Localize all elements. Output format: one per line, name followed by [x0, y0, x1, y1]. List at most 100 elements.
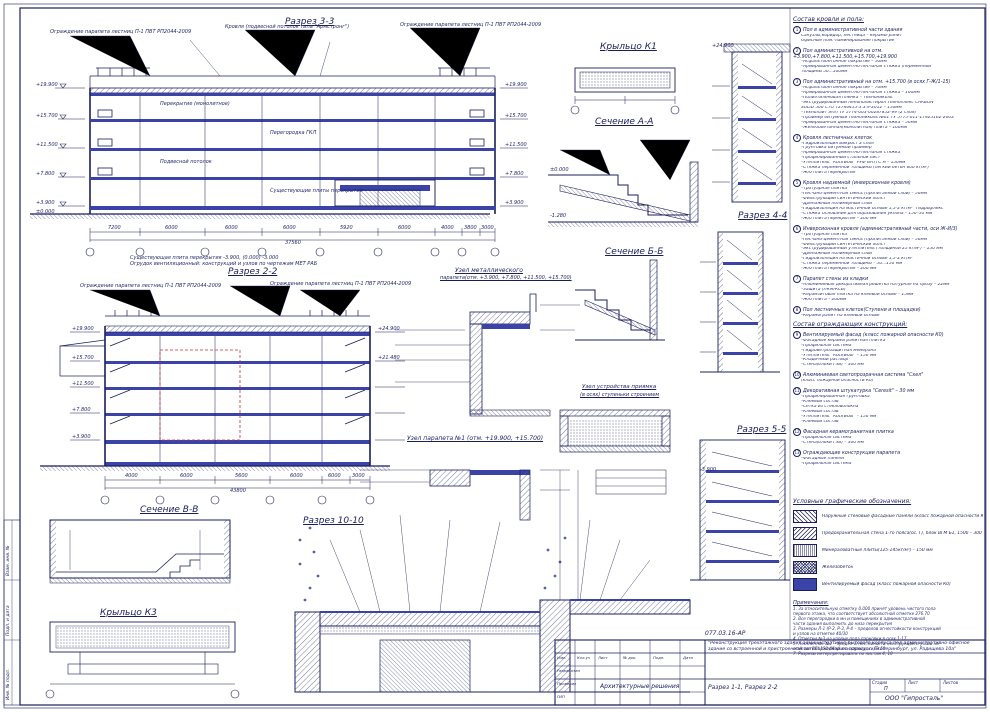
elev-label: +21.480 [378, 355, 400, 361]
group-title-text: Пол административной на отм. +3.900,+7.8… [793, 48, 898, 60]
group-title-text: Пол в административной части здания [803, 27, 903, 33]
tb-sheets-header: Листов [943, 680, 958, 685]
title-uzel-parapet: Узел парапета №1 (отм. +19.900, +15.700) [407, 435, 544, 442]
notes-item: –Утеплитель "Rockwool" – 150 мм [801, 353, 877, 358]
swatch-concrete-icon [793, 561, 817, 574]
title-uzel-metal: Узел металлического [455, 267, 523, 274]
notes-item: (класс пожарной опасности К0) [801, 379, 874, 384]
dim-label: 5600 [235, 473, 248, 479]
group-number-badge: 3 [793, 78, 801, 87]
tb-role: Проверил [557, 681, 577, 686]
notes-item: –Праймер битумный Технониколь №01 ТУ 577… [801, 115, 954, 120]
notes-item: –Клеевой состав [801, 419, 839, 424]
remark-line: 5. Лестничное №2 – предел огнестойкости … [793, 641, 939, 646]
elev-label: +15.700 [505, 113, 527, 119]
title-razrez-2-2: Разрез 2-2 [228, 267, 278, 277]
annotation: Перегородка ГКЛ [270, 130, 317, 136]
dim-label: 6000 [180, 473, 193, 479]
notes-item: –Гидроизоляция Бикрост 2 слоя [801, 141, 874, 146]
group-title-text: Фасадная керамогранитная плитка [803, 429, 894, 435]
title-razrez-4-4: Разрез 4-4 [738, 211, 788, 221]
notes-item: –Гидроизоляция на мастичной основе 1,5-2… [801, 257, 913, 262]
section-5-5 [690, 439, 790, 581]
legend-item: Вентилируемый фасад (класс пожарной опас… [793, 576, 983, 593]
notes-item: –Клеевой состав [801, 410, 839, 415]
kryltso-k1 [570, 67, 680, 115]
elev-label: +11.500 [505, 142, 527, 148]
title-sechenie-b-b: Сечение Б-Б [605, 247, 664, 257]
group-title-text: Пол лестничных клеток(Ступени и площадки… [803, 307, 921, 313]
tb-sheet-header: Лист [908, 680, 919, 685]
sheet-code: 077.03.16-АР [705, 630, 746, 637]
group-number-badge: 5 [793, 179, 801, 188]
tb-col: Лист [598, 655, 608, 660]
project-title: "Реконструкция трехэтажного здания админ… [708, 641, 970, 652]
elev-label: -1.280 [550, 213, 567, 219]
elev-label: +7.800 [505, 171, 524, 177]
notes-item: –Дренажный полимерный слой [801, 201, 873, 206]
annotation: Существующая плита перекрытия -3.900, (0… [130, 255, 279, 261]
notes-item: –Профильная система [801, 343, 852, 348]
remark-line: 7. Разрезы интерпретировать по листам 4,… [793, 651, 893, 656]
notes-item: –Асфальтобетонное покрытие – 70мм [801, 86, 887, 91]
notes-item: –Профилированная грунтовка [801, 395, 870, 400]
notes-item: –Ж/б плита – 200мм [801, 297, 847, 302]
title-razrez-3-3: Разрез 3-3 [285, 17, 335, 27]
section-name: Архитектурные решения [600, 683, 680, 690]
legend-item: Железобетон [793, 559, 983, 576]
notes-item: –Армированная цементно-песчаная стяжка [801, 151, 901, 156]
dim-total: 37560 [285, 240, 301, 246]
dim-label: 6000 [283, 225, 296, 231]
notes-item: –Железобетонная(монолитная) плита – 100м… [801, 125, 908, 130]
company: ООО "Гипросталь" [885, 695, 944, 702]
notes-item: –Стена(блоки ГЗБ) – 300 мм [801, 440, 864, 445]
notes-item: –Технолайт ЭПП ТУ 5774-003-00287852-99 (… [801, 110, 917, 115]
notes-item: –Тротуарная плитка [801, 232, 848, 237]
stamp-text: Инв. № подл. [6, 668, 11, 700]
annotation: Кровля (подвесной потолок типа "Армстрон… [225, 24, 350, 30]
group-number-badge: 12 [793, 427, 801, 436]
notes-item: SOLID 500 СТО 72746455-3.3.9-2012 – 150м… [801, 105, 902, 110]
remark-line: первого этажа, что соответствует абсолют… [793, 611, 930, 616]
dim-total: 43800 [230, 488, 246, 494]
notes-item: –Полиэтиленовая пленка – Технониколь [801, 95, 893, 100]
remark-line: 1. За относительную отметку 0.000 принят… [793, 606, 936, 611]
notes-item: Офисные пом.-ламинирование покрытие [801, 38, 895, 43]
group-number-badge: 13 [793, 448, 801, 457]
elev-label: +7.800 [72, 407, 91, 413]
remarks-panel: Примечания: 1. За относительную отметку … [793, 600, 983, 656]
remark-line: 2. Все перегородки в мн и помещениях в а… [793, 616, 926, 621]
elev-label: +7.800 [36, 171, 55, 177]
elev-label: +3.900 [72, 434, 91, 440]
elev-label: +11.500 [36, 142, 58, 148]
section-3-3 [30, 27, 528, 257]
notes-item: –Экструдированный утеплитель (толщиной 2… [801, 247, 943, 252]
title-uzel-metal-sub: парапета(отм. +3.900, +7.800, +11.500, +… [440, 275, 572, 281]
notes-item: –Ж/б плита перекрытия [801, 171, 856, 176]
annotation: Огрудок вентиляционный: конструкций и уз… [130, 261, 318, 267]
annotation: Подвесной потолок [160, 159, 212, 165]
elev-label: +19.900 [505, 82, 527, 88]
notes-item: –Керамзитовая плитка на клеевой основе –… [801, 293, 914, 298]
elev-label: +19.900 [36, 82, 58, 88]
notes-item: толщины 50...100мм [801, 70, 848, 75]
tb-col: Кол.уч [577, 655, 591, 660]
elev-label: +3.900 [505, 200, 524, 206]
dim-label: 3000 [352, 473, 365, 479]
elev-label: ±0.000 [550, 167, 569, 173]
group-number-badge: 10 [793, 371, 801, 380]
notes-item: –Профильная система [801, 461, 852, 466]
swatch-panels-icon [793, 510, 817, 523]
